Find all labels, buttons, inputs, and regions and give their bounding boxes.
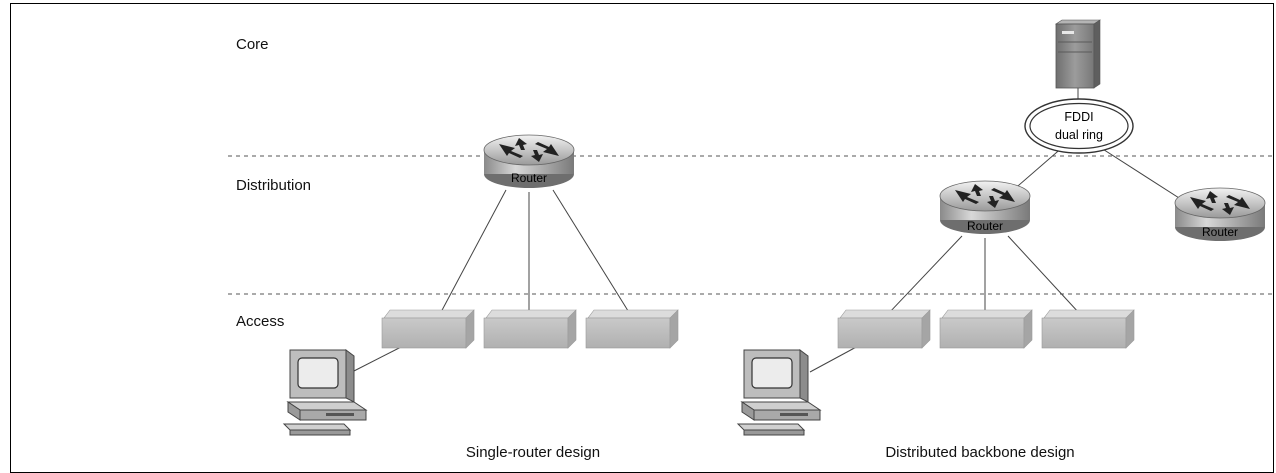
single-router-design: Router Single-router design [283,134,679,461]
link-switch-workstation [809,344,861,373]
fddi-ring-icon [1024,98,1134,154]
ring-label-line1: FDDI [1064,110,1093,124]
caption-single-router: Single-router design [466,444,600,461]
switch-icon [381,309,475,349]
network-diagram: Core Distribution Access Router Single-r… [228,19,1274,461]
layer-label-distribution: Distribution [236,177,311,194]
workstation-icon [737,349,821,436]
router-label-1: Router [967,219,1003,233]
ring-label-line2: dual ring [1055,128,1103,142]
caption-distributed-backbone: Distributed backbone design [885,444,1074,461]
link-switch-workstation [351,344,406,373]
switch-icon [483,309,577,349]
link-router-switch-1 [439,189,507,315]
switch-icon [585,309,679,349]
switch-icon [1041,309,1135,349]
link-ring-router-2 [1097,145,1191,206]
workstation-icon [283,349,367,436]
link-router-switch-1 [887,235,963,315]
layer-label-access: Access [236,313,284,330]
router-label: Router [511,171,547,185]
distributed-backbone-design: FDDI dual ring Router Router Distributed… [737,19,1266,461]
router-label-2: Router [1202,225,1238,239]
server-icon [1055,19,1101,89]
layer-label-core: Core [236,36,269,53]
link-router-switch-3 [552,189,631,315]
diagram-frame: Core Distribution Access Router Single-r… [10,3,1274,473]
switch-icon [837,309,931,349]
switch-icon [939,309,1033,349]
link-router-switch-3 [1007,235,1081,315]
